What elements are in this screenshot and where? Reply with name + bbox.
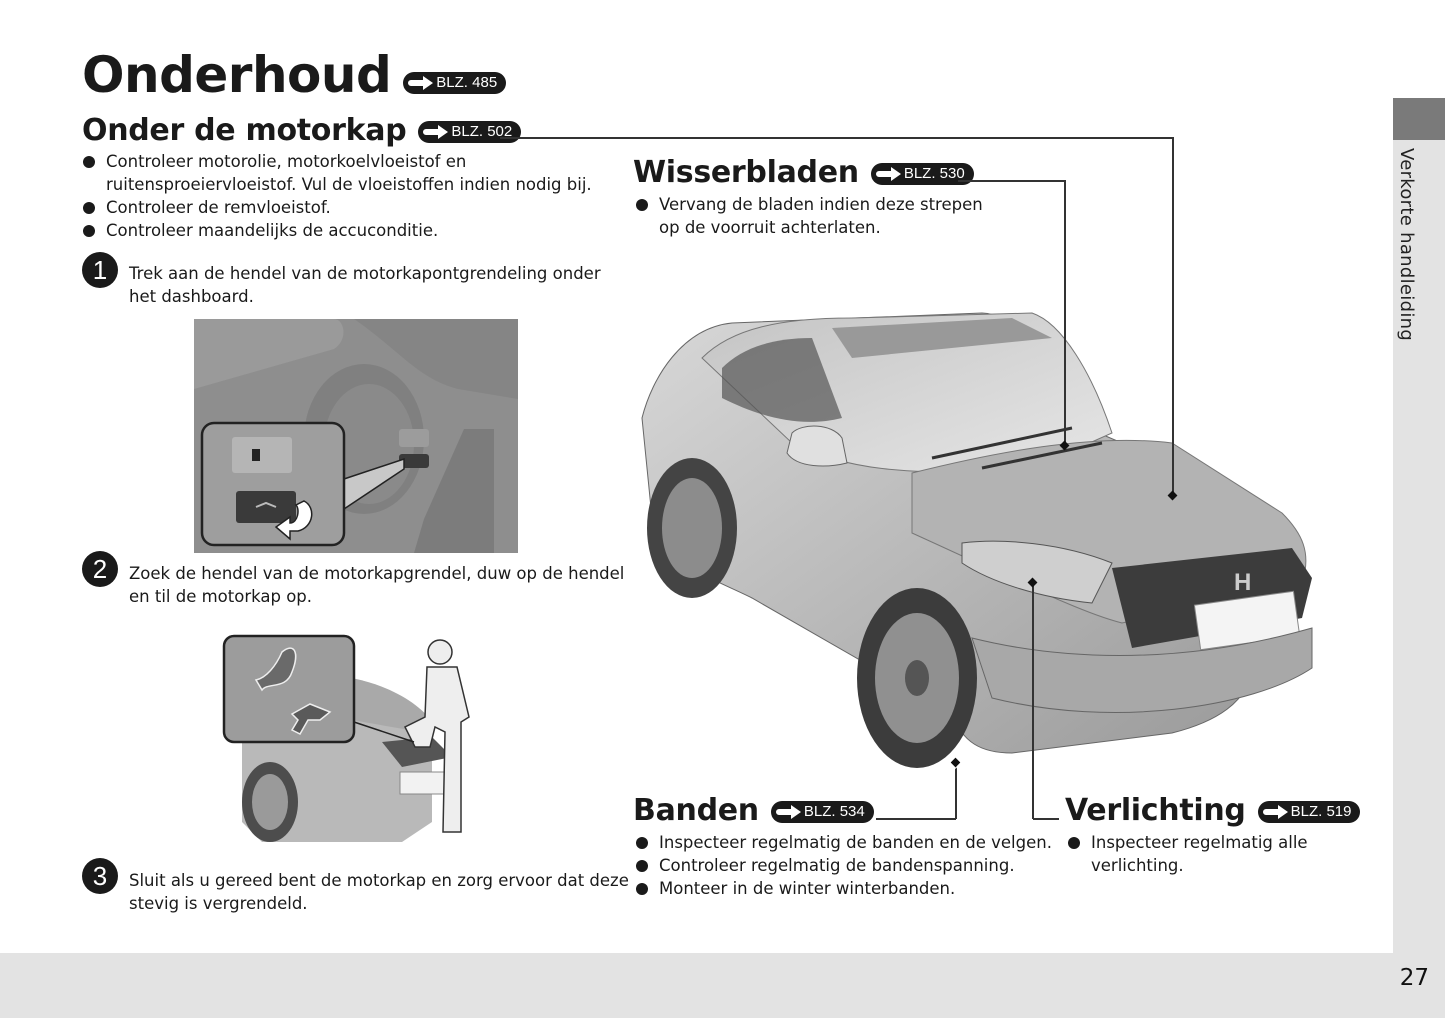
step-3-text: Sluit als u gereed bent de motorkap en z… (129, 871, 629, 913)
side-tab-label[interactable]: Verkorte handleiding (1396, 148, 1417, 342)
callout-line-lights (1033, 818, 1059, 820)
list-item: Controleer de remvloeistof. (82, 196, 592, 219)
step-1-text: Trek aan de hendel van de motorkapontgre… (129, 264, 601, 306)
list-item: Vervang de bladen indien deze strepen op… (635, 193, 1005, 239)
ref-badge-under-hood[interactable]: BLZ. 502 (418, 120, 522, 143)
side-tab-marker (1393, 98, 1445, 140)
arrow-right-icon (423, 124, 449, 139)
arrow-right-icon (408, 75, 434, 90)
callout-line-wipers-vertical (1064, 180, 1066, 445)
step-1-badge: 1 (82, 252, 118, 288)
callout-line-lights-vertical (1032, 582, 1034, 819)
page-number: 27 (1399, 965, 1429, 991)
list-item: Inspecteer regelmatig alle verlichting. (1067, 831, 1317, 877)
car-illustration: H (632, 298, 1332, 773)
list-item: Controleer maandelijks de accuconditie. (82, 219, 592, 242)
svg-text:H: H (1234, 569, 1251, 596)
callout-line-tires-vertical (955, 762, 957, 819)
list-item: Inspecteer regelmatig de banden en de ve… (635, 831, 1055, 854)
side-tab (1393, 98, 1445, 953)
callout-line-wipers (958, 180, 1066, 182)
hood-latch-illustration (222, 622, 502, 854)
under-hood-bullets: Controleer motorolie, motorkoelvloeistof… (82, 150, 592, 242)
list-item: Monteer in de winter winterbanden. (635, 877, 1055, 900)
wipers-bullets: Vervang de bladen indien deze strepen op… (635, 193, 1005, 239)
ref-badge-wipers[interactable]: BLZ. 530 (870, 162, 974, 185)
callout-line-under-hood (500, 137, 1174, 139)
arrow-right-icon (875, 166, 901, 181)
arrow-right-icon (1262, 804, 1288, 819)
page-footer (0, 953, 1445, 1018)
lights-bullets: Inspecteer regelmatig alle verlichting. (1067, 831, 1317, 877)
step-2-text: Zoek de hendel van de motorkapgrendel, d… (129, 564, 625, 606)
arrow-right-icon (775, 804, 801, 819)
ref-badge-tires[interactable]: BLZ. 534 (770, 800, 874, 823)
hood-release-lever-illustration (194, 319, 518, 553)
ref-badge-lights[interactable]: BLZ. 519 (1257, 800, 1361, 823)
list-item: Controleer motorolie, motorkoelvloeistof… (82, 150, 592, 196)
callout-line-under-hood-vertical (1172, 137, 1174, 495)
callout-line-tires (876, 818, 956, 820)
tires-bullets: Inspecteer regelmatig de banden en de ve… (635, 831, 1055, 900)
step-2-badge: 2 (82, 551, 118, 587)
ref-badge-title[interactable]: BLZ. 485 (403, 71, 507, 94)
step-3-badge: 3 (82, 858, 118, 894)
list-item: Controleer regelmatig de bandenspanning. (635, 854, 1055, 877)
page-title-text: Onderhoud (82, 46, 392, 104)
